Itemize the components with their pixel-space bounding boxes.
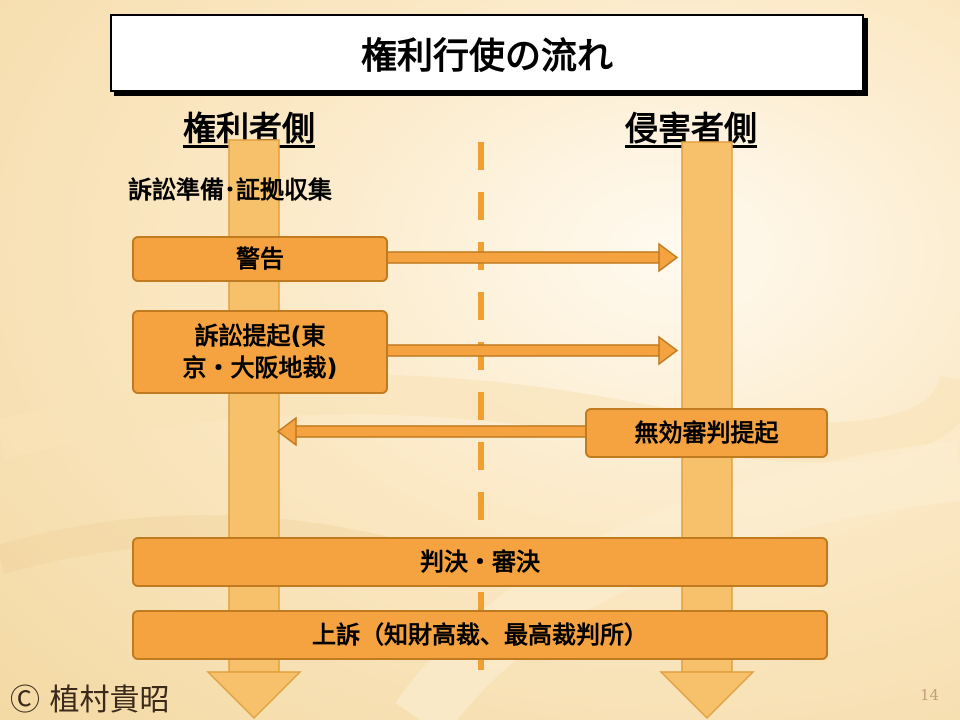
invalidation-trial-box: 無効審判提起 [585, 408, 828, 458]
lawsuit-box: 訴訟提起(東 京・大阪地裁) [132, 310, 388, 394]
lawsuit-arrow [385, 335, 679, 366]
warning-arrow [385, 242, 679, 273]
copyright-text: Ⓒ 植村貴昭 [10, 683, 170, 718]
judgment-box: 判決・審決 [132, 537, 828, 587]
lawsuit-line-2: 京・大阪地裁) [182, 354, 338, 382]
slide-title: 権利行使の流れ [110, 14, 864, 92]
litigation-prep-text: 訴訟準備･証拠収集 [128, 176, 332, 204]
page-number: 14 [920, 686, 940, 704]
invalidation-arrow [276, 416, 588, 447]
lawsuit-line-1: 訴訟提起(東 [194, 321, 326, 350]
warning-box: 警告 [132, 236, 388, 282]
appeal-box: 上訴（知財高裁、最高裁判所） [132, 610, 828, 660]
